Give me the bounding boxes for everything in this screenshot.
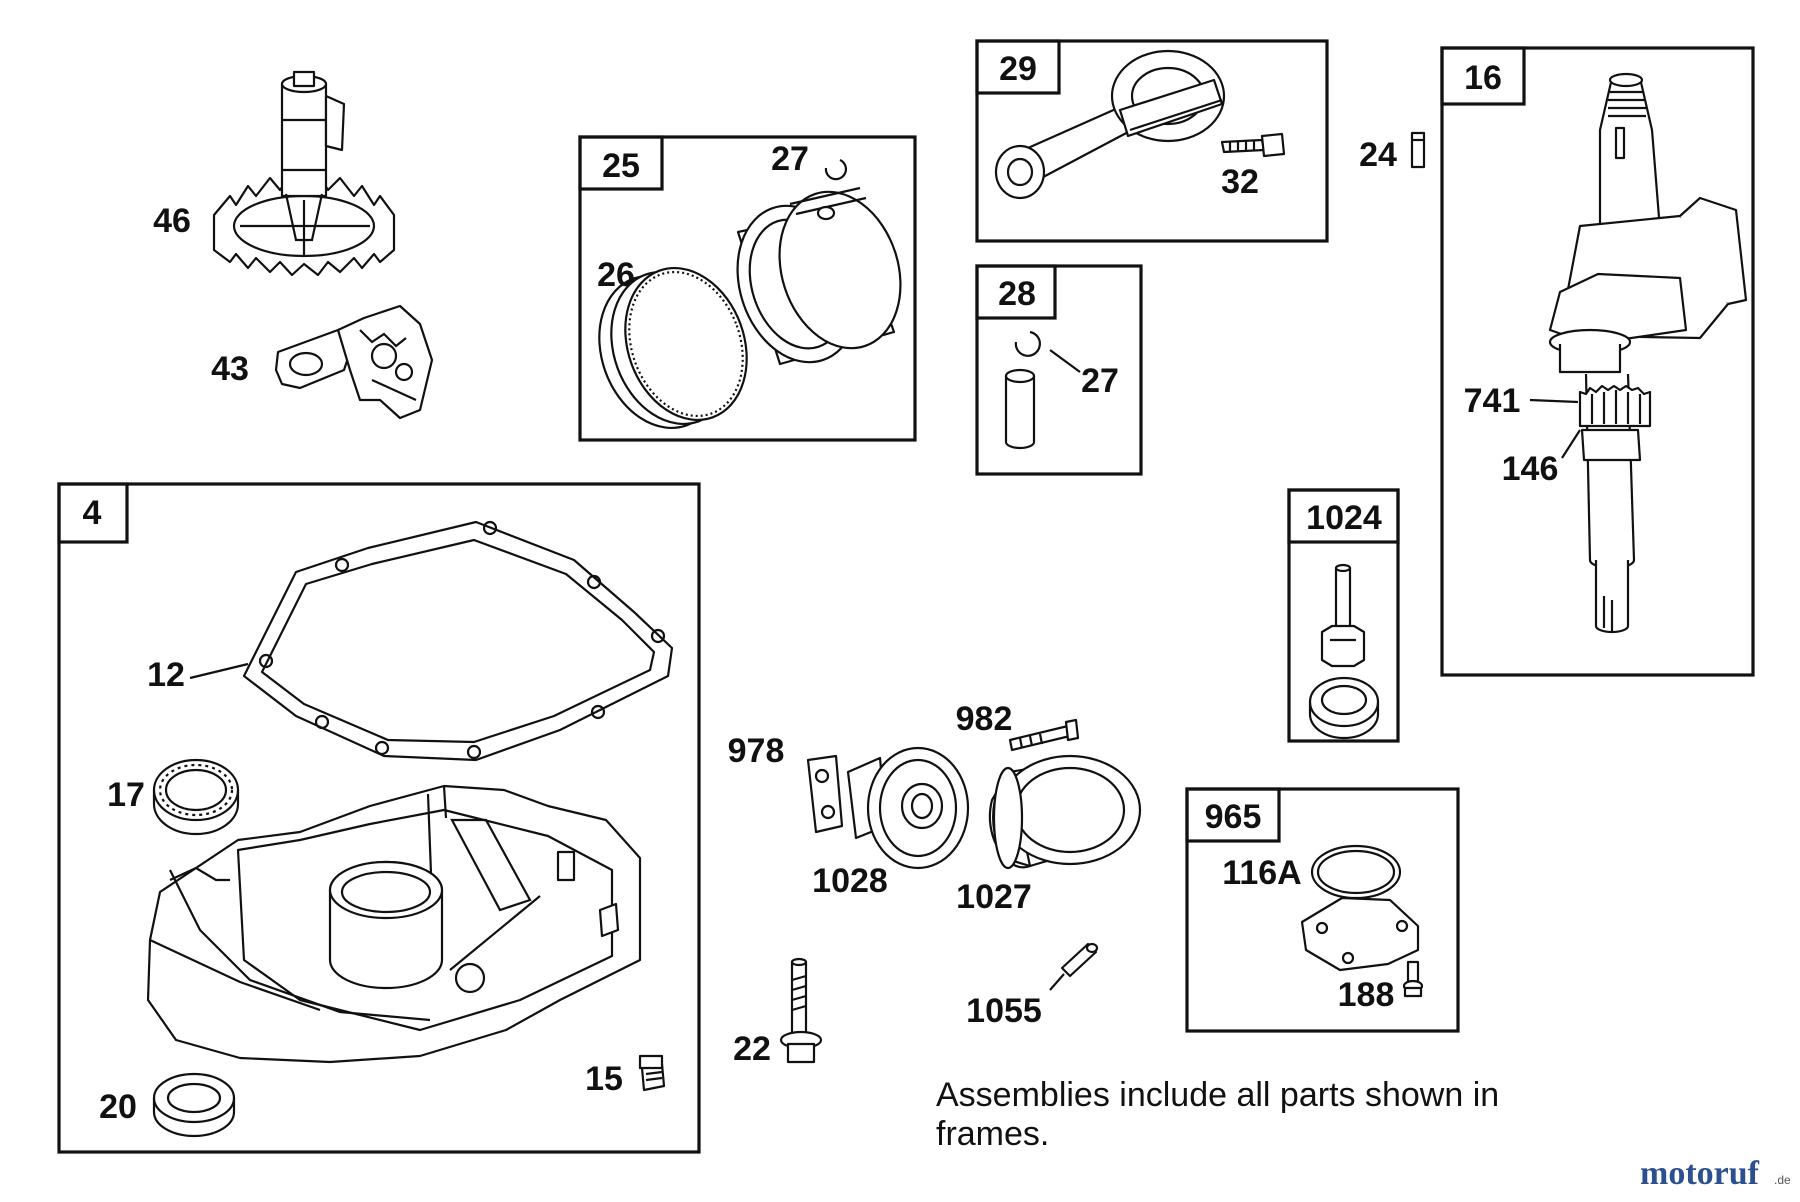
bearing-seal-17 (152, 758, 240, 836)
label-978: 978 (728, 732, 785, 770)
bolt-22-part (779, 957, 823, 1064)
frame-29-number: 29 (999, 50, 1037, 88)
frame-28-tab (975, 264, 1057, 320)
frame-16-tab (1440, 46, 1526, 106)
frame-28: 28 (975, 264, 1143, 476)
watermark-text: motoruf (1640, 1155, 1760, 1192)
watermark-logo: motoruf .de (1640, 1155, 1791, 1192)
frame-965-tab (1185, 787, 1281, 843)
frame-1024: 1024 (1287, 488, 1400, 743)
label-146: 146 (1502, 450, 1559, 488)
governor-bracket-part (274, 304, 434, 420)
frame-965-number: 965 (1205, 798, 1262, 836)
rod-bolt-part (1220, 132, 1286, 158)
frame-29: 29 (975, 39, 1329, 243)
filter-adapter-1028 (846, 746, 970, 870)
frame-965-border (1185, 787, 1460, 1033)
frame-28-border (975, 264, 1143, 476)
cover-plate-part (1300, 896, 1420, 972)
frame-25: 25 (578, 135, 917, 442)
piston-rings-part (598, 266, 748, 430)
frame-4: 4 (57, 482, 701, 1154)
note-line-2: frames. (936, 1115, 1049, 1153)
leader-741 (1529, 398, 1579, 404)
frame-16-number: 16 (1464, 59, 1502, 97)
label-27-pin: 27 (1081, 362, 1119, 400)
crank-gear-part (1578, 384, 1652, 428)
label-27-top: 27 (771, 140, 809, 178)
frame-16-border (1440, 46, 1755, 677)
frame-29-tab (975, 39, 1061, 95)
retaining-ring-27-top (824, 158, 847, 181)
adapter-bolt-982 (1008, 718, 1080, 752)
oil-pump-shaft-part (1320, 563, 1366, 668)
key-part (1410, 131, 1426, 169)
frame-1024-tab (1287, 488, 1400, 544)
label-43: 43 (211, 350, 249, 388)
frame-4-tab (57, 482, 129, 544)
gasket-978-part (806, 754, 844, 834)
label-20: 20 (99, 1088, 137, 1126)
label-26: 26 (597, 256, 635, 294)
bearing-seal-20 (152, 1072, 236, 1138)
frame-25-border (578, 135, 917, 442)
label-982: 982 (956, 700, 1013, 738)
label-1028: 1028 (812, 862, 888, 900)
sump-base-part (146, 784, 642, 1064)
frame-16: 16 (1440, 46, 1755, 677)
label-12: 12 (147, 656, 185, 694)
label-15: 15 (585, 1060, 623, 1098)
screw-188 (1402, 960, 1424, 998)
frame-25-tab (578, 135, 664, 191)
frame-4-number: 4 (83, 494, 102, 532)
label-46: 46 (153, 202, 191, 240)
frame-25-number: 25 (602, 147, 640, 185)
watermark-suffix: .de (1774, 1173, 1791, 1187)
drain-plug-part (638, 1054, 666, 1092)
label-741: 741 (1464, 382, 1521, 420)
frame-965: 965 (1185, 787, 1460, 1033)
label-32: 32 (1221, 163, 1259, 201)
retaining-ring-27-pin (1014, 330, 1041, 357)
label-116A: 116A (1222, 854, 1301, 892)
label-1027: 1027 (956, 878, 1032, 916)
piston-pin-part (1004, 368, 1036, 450)
label-24: 24 (1359, 136, 1397, 174)
frame-29-border (975, 39, 1329, 243)
gasket-part (242, 520, 674, 762)
label-188: 188 (1338, 976, 1395, 1014)
leader-12 (189, 662, 249, 680)
oil-filter-1027 (988, 754, 1142, 870)
frame-4-border (57, 482, 701, 1154)
pin-1055-part (1060, 942, 1099, 978)
frame-28-number: 28 (998, 275, 1036, 313)
oil-pump-rotor-part (1308, 676, 1380, 740)
crankshaft-part (1548, 72, 1748, 634)
piston-part (736, 186, 902, 366)
leader-1055 (1049, 973, 1065, 991)
leader-146 (1561, 429, 1581, 459)
note-line-1: Assemblies include all parts shown in (936, 1076, 1499, 1114)
leader-27-pin (1049, 349, 1081, 373)
label-17: 17 (107, 776, 145, 814)
label-1055: 1055 (966, 992, 1042, 1030)
connecting-rod-part (994, 49, 1226, 200)
label-22: 22 (733, 1030, 771, 1068)
o-ring-116A (1310, 844, 1402, 900)
frame-1024-number: 1024 (1306, 499, 1382, 537)
governor-gear-part (212, 70, 396, 277)
